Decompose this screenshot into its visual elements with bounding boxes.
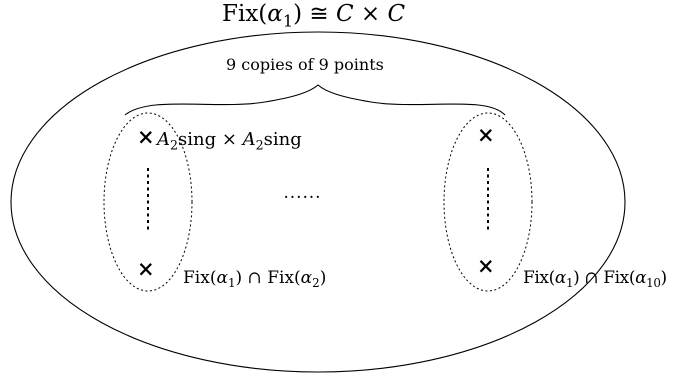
left-close1: ) [235, 268, 243, 288]
brace-label: 9 copies of 9 points [226, 55, 384, 74]
left-alpha2: α [300, 268, 313, 288]
left-alpha1: α [216, 268, 228, 288]
left-sub2: 2 [312, 276, 320, 291]
right-cap: ∩ [579, 268, 604, 288]
right-intersection-label: Fix(α1) ∩ Fix(α10) [523, 268, 668, 291]
right-close2: ) [660, 268, 668, 288]
title-index: 1 [282, 11, 294, 31]
left-sub1: 1 [227, 276, 236, 291]
label-sing2: sing [263, 129, 302, 150]
label-a2-sub: 2 [255, 137, 264, 153]
left-fix1: Fix( [183, 268, 217, 288]
title-times: × [353, 1, 388, 27]
point-marker-right-top: × [477, 122, 495, 147]
point-marker-left-bottom: × [137, 256, 155, 281]
left-dotted-ellipse [103, 112, 193, 292]
title-c2: C [387, 1, 406, 27]
right-alpha1: α [554, 268, 566, 288]
right-sub2: 10 [646, 276, 661, 291]
left-cap: ∩ [242, 268, 268, 288]
title-congruent: ≅ [302, 1, 336, 27]
point-marker-left-top: × [137, 124, 155, 149]
right-close1: ) [573, 268, 580, 288]
outer-ellipse [10, 31, 626, 373]
title-alpha: α [267, 1, 283, 27]
curly-brace [124, 84, 506, 116]
title-fix: Fix [222, 1, 259, 27]
label-a1: A [157, 129, 170, 150]
right-sub1: 1 [565, 276, 574, 291]
left-intersection-label: Fix(α1) ∩ Fix(α2) [183, 268, 327, 291]
right-alpha2: α [635, 268, 647, 288]
right-fix2: Fix( [603, 268, 636, 288]
label-a1-sub: 2 [170, 137, 179, 153]
right-fix1: Fix( [523, 268, 555, 288]
label-times: × [216, 129, 243, 150]
left-close2: ) [319, 268, 327, 288]
label-sing1: sing [178, 129, 217, 150]
middle-ellipsis: · · · · · · [284, 190, 320, 204]
label-a2: A [242, 129, 256, 150]
diagram-title: Fix(α1) ≅ C × C [222, 1, 406, 30]
right-dotted-ellipse [443, 112, 533, 292]
title-lparen: ( [258, 1, 268, 27]
point-marker-right-bottom: × [477, 253, 495, 278]
left-fix2: Fix( [267, 268, 301, 288]
title-c1: C [335, 1, 354, 27]
title-rparen: ) [293, 1, 303, 27]
top-point-label: A2sing × A2sing [157, 129, 302, 153]
